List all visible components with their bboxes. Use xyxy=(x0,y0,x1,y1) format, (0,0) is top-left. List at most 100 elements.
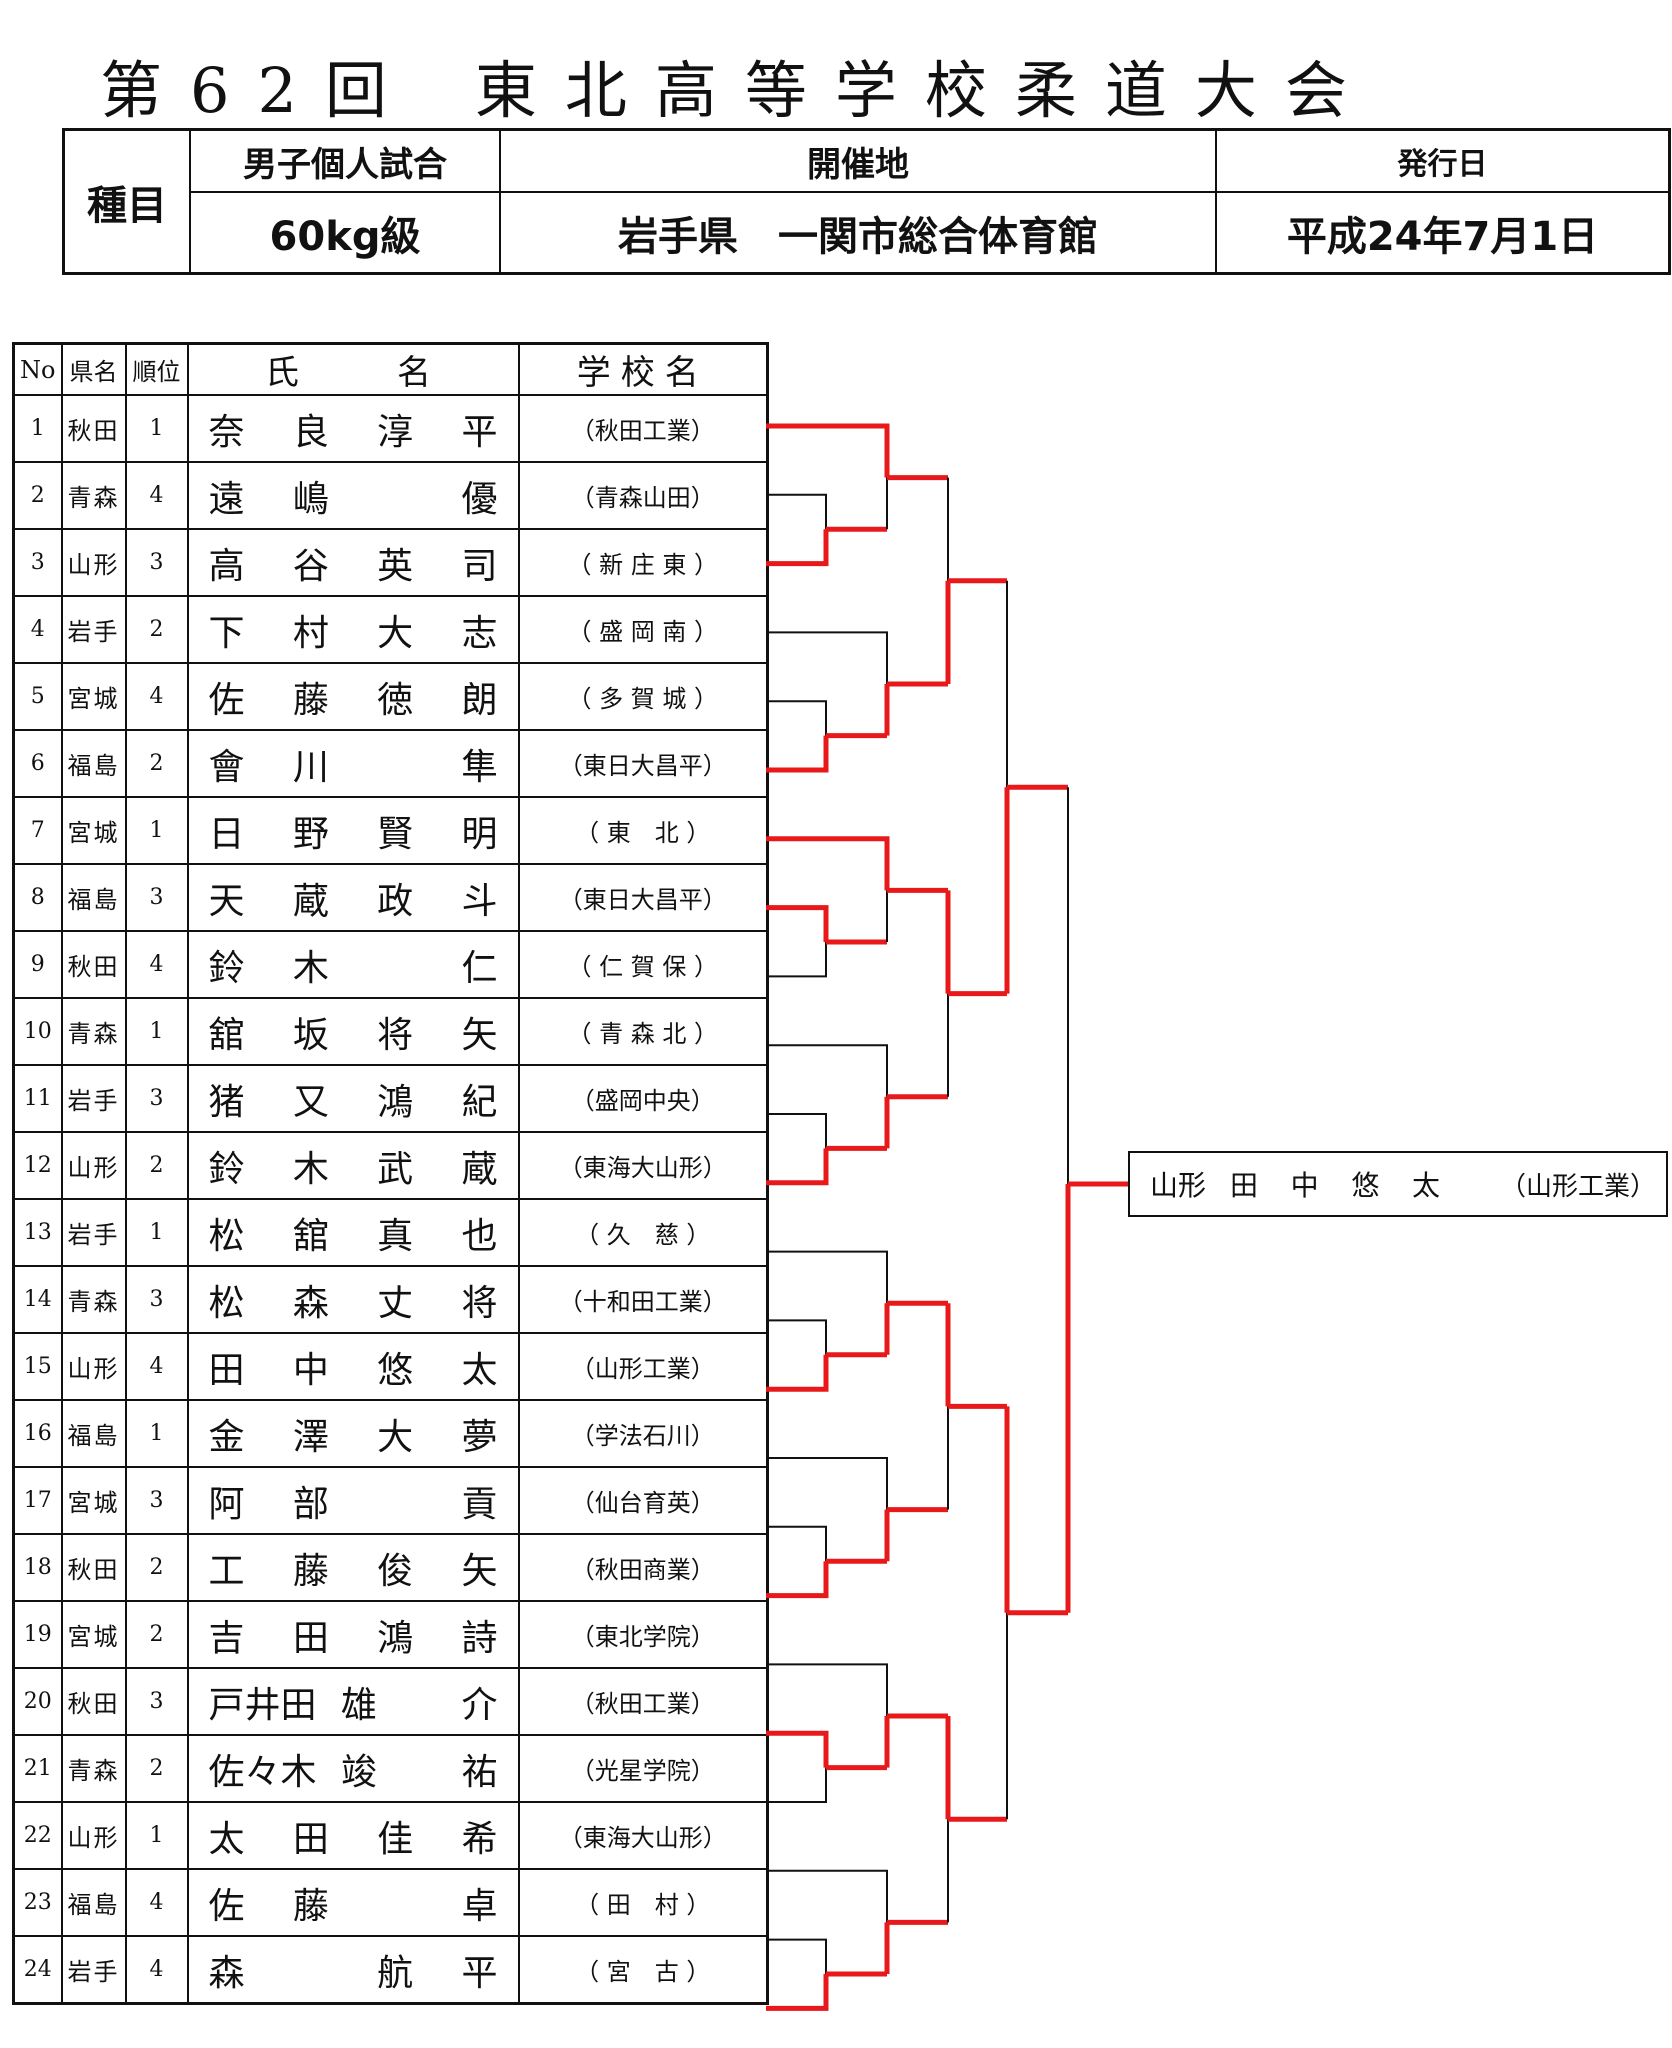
entry-name-part: 俊 xyxy=(377,1550,414,1592)
entry-name: 奈良淳平 xyxy=(186,394,520,463)
entry-name: 戸井田雄 介 xyxy=(186,1667,520,1736)
entry-name-part: 佳 xyxy=(377,1818,414,1860)
entry-rank: 4 xyxy=(124,1868,189,1937)
entry-name-part: 坂 xyxy=(292,1014,329,1056)
entry-name-part: 鈴 xyxy=(208,947,245,989)
entry-name: 森航平 xyxy=(186,1935,520,2005)
entry-name-part: 也 xyxy=(461,1215,498,1257)
entry-name-part: 悠 xyxy=(377,1349,414,1391)
entry-name-part: 木 xyxy=(292,1148,329,1190)
bracket-line xyxy=(766,1319,827,1355)
entry-name-part: 又 xyxy=(292,1081,329,1123)
entry-rank: 3 xyxy=(124,1466,189,1535)
entry-name-part: 森 xyxy=(292,1282,329,1324)
entry-school: （盛岡中央） xyxy=(517,1064,769,1133)
entry-name-part: 鴻 xyxy=(377,1617,414,1659)
entry-name-part: 志 xyxy=(461,612,498,654)
entry-no: 16 xyxy=(12,1399,63,1468)
bracket-line xyxy=(766,1561,829,1599)
entry-name-part: 隼 xyxy=(461,746,498,788)
entry-rank: 1 xyxy=(124,394,189,463)
bracket-line xyxy=(766,1767,827,1803)
bracket-line xyxy=(766,735,829,773)
bracket-line xyxy=(766,1457,888,1510)
entry-no: 15 xyxy=(12,1332,63,1401)
bracket-line xyxy=(766,1354,829,1392)
entry-name-part: 紀 xyxy=(461,1081,498,1123)
entry-school: （ 宮 古 ） xyxy=(517,1935,769,2005)
entry-name-part: 司 xyxy=(461,545,498,587)
entry-rank: 4 xyxy=(124,1935,189,2005)
entry-name-part: 丈 xyxy=(377,1282,414,1324)
entry-name-part: 吉 xyxy=(208,1617,245,1659)
entry-school: （学法石川） xyxy=(517,1399,769,1468)
entry-name-part: 航 xyxy=(377,1952,414,1994)
entry-name: 吉田鴻詩 xyxy=(186,1600,520,1669)
entry-name-part: 森 xyxy=(208,1952,245,1994)
entry-no: 7 xyxy=(12,796,63,865)
bracket-line xyxy=(766,1250,888,1304)
entry-school: （仙台育英） xyxy=(517,1466,769,1535)
bracket-line xyxy=(766,1113,827,1149)
entry-pref: 宮城 xyxy=(60,796,127,865)
entry-name-part: 斗 xyxy=(461,880,498,922)
winner-name-char: 田 xyxy=(1230,1169,1259,1202)
entry-name-part: 川 xyxy=(292,746,329,788)
entry-rank: 3 xyxy=(124,1064,189,1133)
entry-school: （ 仁 賀 保 ） xyxy=(517,930,769,999)
entry-name-part: 舘 xyxy=(208,1014,245,1056)
entry-name-part: 仁 xyxy=(461,947,498,989)
entry-name-part: 徳 xyxy=(377,679,414,721)
entry-rank: 3 xyxy=(124,1667,189,1736)
entry-pref: 秋田 xyxy=(60,930,127,999)
entry-no: 3 xyxy=(12,528,63,597)
entry-name-part: 竣 xyxy=(340,1751,377,1793)
entry-name-part: 金 xyxy=(208,1416,245,1458)
entry-no: 18 xyxy=(12,1533,63,1602)
bracket-line xyxy=(766,700,827,736)
entry-pref: 秋田 xyxy=(60,1533,127,1602)
winner-pref: 山形 xyxy=(1150,1169,1207,1202)
entry-name: 鈴木仁 xyxy=(186,930,520,999)
entry-rank: 1 xyxy=(124,1198,189,1267)
entry-name-part: 蔵 xyxy=(292,880,329,922)
entry-name-part: 貢 xyxy=(461,1483,498,1525)
title-tournament: 東北高等学校柔道大会 xyxy=(474,54,1375,127)
header-no: No xyxy=(12,342,63,396)
entry-pref: 秋田 xyxy=(60,394,127,463)
entry-name: 佐々木竣祐 xyxy=(186,1734,520,1803)
entry-pref: 宮城 xyxy=(60,662,127,731)
kind-label: 種目 xyxy=(62,128,191,275)
entry-name: 日野賢明 xyxy=(186,796,520,865)
entry-name-part: 松 xyxy=(208,1282,245,1324)
entry-school: （ 多 賀 城 ） xyxy=(517,662,769,731)
entry-name-part: 真 xyxy=(377,1215,414,1257)
entry-no: 21 xyxy=(12,1734,63,1803)
entry-pref: 山形 xyxy=(60,528,127,597)
header-school: 学校名 xyxy=(517,342,769,396)
entry-rank: 4 xyxy=(124,930,189,999)
entry-rank: 3 xyxy=(124,528,189,597)
entry-rank: 1 xyxy=(124,1801,189,1870)
entry-rank: 2 xyxy=(124,1600,189,1669)
winner-name-char: 太 xyxy=(1411,1169,1440,1202)
entry-name-part: 戸井田 xyxy=(208,1684,317,1726)
winner-name-char: 悠 xyxy=(1351,1169,1380,1202)
entry-no: 12 xyxy=(12,1131,63,1200)
entry-name-part: 部 xyxy=(292,1483,329,1525)
entry-name-part: 藤 xyxy=(292,679,329,721)
entry-name-part: 鴻 xyxy=(377,1081,414,1123)
entry-pref: 福島 xyxy=(60,863,127,932)
entry-name: 佐藤徳朗 xyxy=(186,662,520,731)
entry-school: （秋田工業） xyxy=(517,1667,769,1736)
entry-no: 24 xyxy=(12,1935,63,2005)
entry-rank: 4 xyxy=(124,662,189,731)
entry-name-part: 野 xyxy=(292,813,329,855)
entry-name-part: 介 xyxy=(461,1684,498,1726)
bracket-line xyxy=(766,1044,888,1097)
entry-pref: 岩手 xyxy=(60,1198,127,1267)
entry-name-part: 雄 xyxy=(340,1684,377,1726)
